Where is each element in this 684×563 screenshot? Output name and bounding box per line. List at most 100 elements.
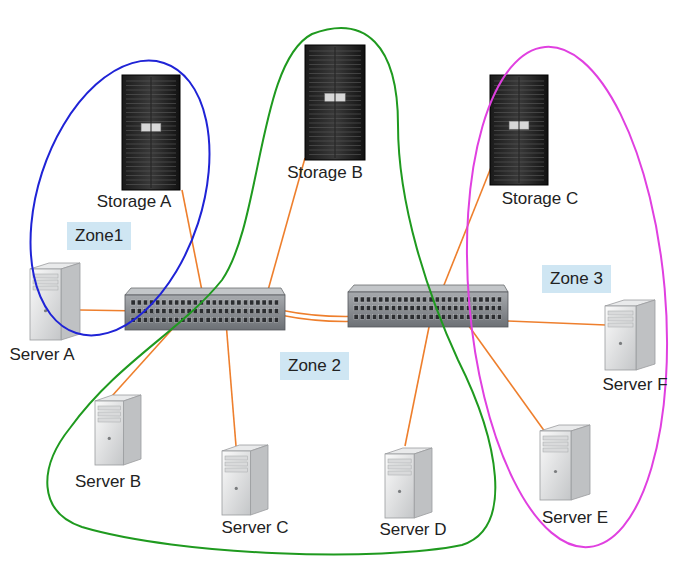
drive-bay [225,456,248,460]
switch-port [416,297,420,302]
switch-port [231,309,235,314]
switch-port [193,317,197,322]
server-side [636,300,655,370]
san-device: Server F [596,296,676,398]
switch-port [454,314,458,319]
switch-port [218,317,222,322]
server-front [385,454,414,518]
switch-port [250,300,254,305]
switch-port [398,314,402,319]
zone-blob [47,28,495,554]
switch-port [491,306,495,311]
san-device: Storage B [272,42,378,184]
device-label: Storage C [502,189,579,209]
switch-port [497,306,501,311]
switch-port [162,309,166,314]
switch-port [410,297,414,302]
switch-port [404,314,408,319]
zone-outline: Zone 2Storage BServer BServer CServer D [38,20,513,560]
server-tower [30,263,80,340]
switch-port [206,309,210,314]
switch-port [441,297,445,302]
switch-port [262,317,266,322]
server-tower [540,425,590,500]
switch-port [454,306,458,311]
drive-bay [608,323,633,327]
power-button [398,490,401,493]
switch-port [354,314,358,319]
zone-ellipse [0,38,242,359]
server-side [571,425,590,500]
switch-port [199,309,203,314]
drive-bay [543,442,568,446]
fc-switch [125,288,285,330]
switch-port [360,306,364,311]
drive-bay [608,311,633,315]
switch-port [181,309,185,314]
switch-port [366,297,370,302]
switch-port [212,300,216,305]
rack-divider [519,77,520,183]
switch-port [212,317,216,322]
switch-port [460,306,464,311]
switch-port [237,317,241,322]
switch-port [460,297,464,302]
server-side [414,448,432,518]
switch-port [181,300,185,305]
server-tower [222,445,268,515]
switch-port [422,297,426,302]
server-tower [385,448,432,518]
switch-port [169,317,173,322]
switch-port [206,300,210,305]
switch-port [373,314,377,319]
server-front [95,401,124,465]
switch-port [143,300,147,305]
switch-port [354,297,358,302]
switch-port [268,317,272,322]
switch-port [162,317,166,322]
drive-bay [388,459,411,463]
switch-port [150,309,154,314]
fc-switch [348,285,508,327]
device-label: Storage A [97,192,172,212]
power-button [619,342,622,345]
switch-port [175,300,179,305]
switch-port [225,317,229,322]
server-tower [95,395,141,465]
zone-label: Zone 2 [280,352,349,380]
device-label: Server F [602,375,667,395]
drive-bay [543,436,568,440]
zone-label: Zone1 [67,222,131,250]
storage-rack [305,45,365,160]
switch-port [250,317,254,322]
rack-divider [335,47,336,158]
switch-port [256,309,260,314]
zone-ellipse [447,38,684,555]
cable-group [80,158,606,446]
switch-port [256,317,260,322]
switch-port [373,297,377,302]
drive-bay [98,412,121,416]
switch-port [274,317,278,322]
drive-bay [388,465,411,469]
switch-port [491,297,495,302]
switch-port [460,314,464,319]
switch-port [422,314,426,319]
switch-port [162,300,166,305]
switch-port [244,300,248,305]
switch-port [473,314,477,319]
switch-port [435,297,439,302]
switch-port [244,317,248,322]
drive-bay [98,418,121,422]
switch-port [392,297,396,302]
switch-port [416,314,420,319]
rack-body [122,75,180,190]
power-button [554,470,557,473]
san-device: Storage A [85,72,195,214]
device-label: Server D [379,520,446,540]
switch-port [169,309,173,314]
switch-port [156,300,160,305]
switch-port [225,309,229,314]
switch-port [237,300,241,305]
